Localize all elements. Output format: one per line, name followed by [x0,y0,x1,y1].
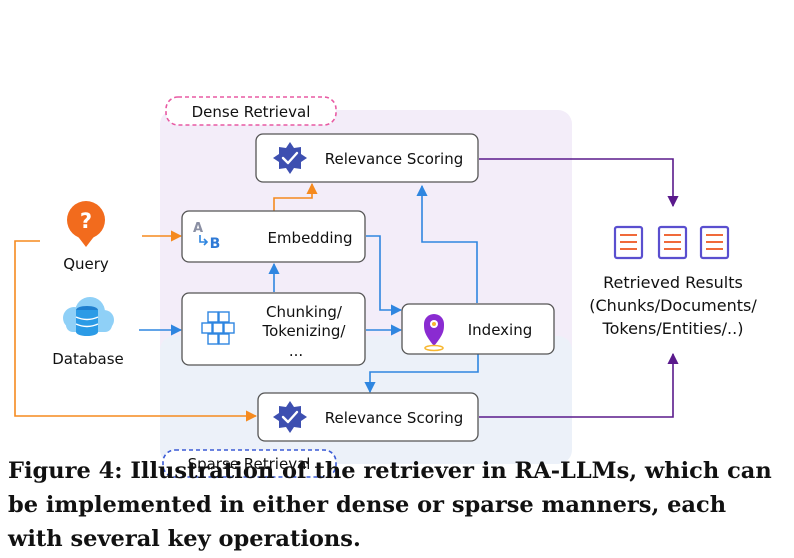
database-node: Database [52,297,124,368]
indexing-box: Indexing [401,303,555,355]
figure-caption: Figure 4: Illustration of the retriever … [8,458,772,552]
retrieved-results-node: Retrieved Results (Chunks/Documents/ Tok… [589,225,757,338]
dense-retrieval-tag: Dense Retrieval [165,96,337,126]
results-label-line2: (Chunks/Documents/ [589,296,757,315]
translate-ab-icon: A B [193,221,220,252]
arrow-embedding-to-indexing [366,235,403,316]
arrow-sparse-to-results [479,352,679,418]
arrow-query-to-sparse-relevance [14,240,258,422]
sparse-relevance-label: Relevance Scoring [325,409,464,427]
database-label: Database [52,350,124,368]
query-node: ? Query [63,201,109,273]
badge-check-icon [273,142,307,174]
dense-relevance-scoring-box: Relevance Scoring [255,133,479,183]
documents-icon [613,225,730,260]
connector-arrows [14,158,679,422]
chunking-label-line2: Tokenizing/ [262,322,347,340]
dense-retrieval-label: Dense Retrieval [192,103,311,121]
arrow-dense-to-results [479,158,679,208]
embedding-label: Embedding [267,229,352,247]
embedding-box: A B Embedding [181,210,366,263]
svg-text:?: ? [80,209,92,233]
query-label: Query [63,255,109,273]
query-bubble-icon: ? [67,201,105,247]
chunking-box: Chunking/ Tokenizing/ ... [181,292,366,366]
cloud-database-icon [63,297,114,336]
badge-check-icon [273,401,307,433]
dense-relevance-label: Relevance Scoring [325,150,464,168]
svg-text:B: B [210,236,221,252]
arrow-embedding-to-relevance [273,182,318,211]
location-pin-icon [424,314,444,352]
svg-text:A: A [193,221,203,236]
arrow-indexing-to-relevance [416,184,478,303]
results-label-line1: Retrieved Results [603,273,743,292]
indexing-label: Indexing [468,321,533,339]
chunking-label-line3: ... [289,342,303,360]
sparse-relevance-scoring-box: Relevance Scoring [257,392,479,442]
results-label-line3: Tokens/Entities/..) [602,319,744,338]
arrow-indexing-to-sparse-relevance [364,354,479,394]
chunking-label-line1: Chunking/ [266,303,343,321]
cubes-icon [201,311,235,345]
sparse-retrieval-tag: Sparse Retrieval [162,449,337,478]
sparse-retrieval-label: Sparse Retrieval [188,455,311,473]
